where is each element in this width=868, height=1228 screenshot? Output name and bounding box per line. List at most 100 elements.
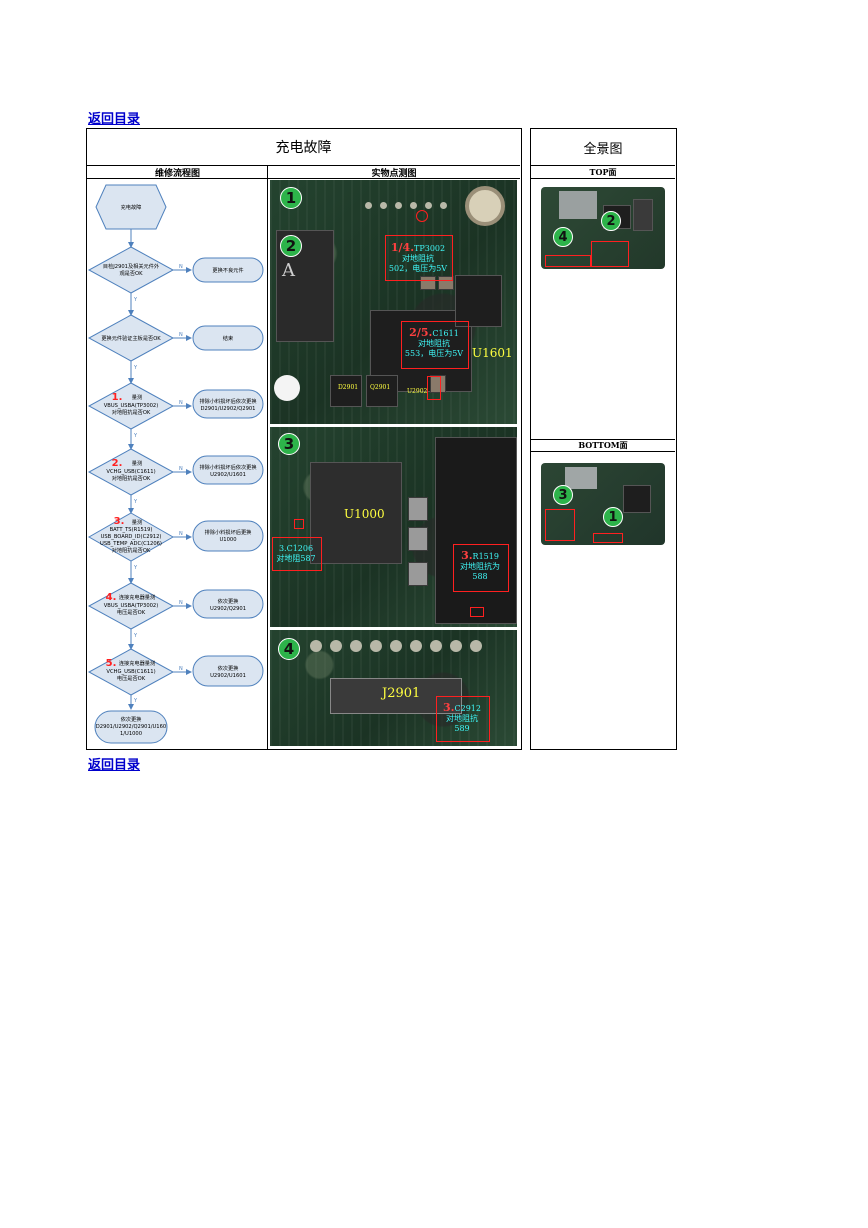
bottom-badge-3: 3 xyxy=(553,485,573,505)
toc-link-bottom[interactable]: 返回目录 xyxy=(88,758,141,773)
flow-end-line2: D2901/U2902/Q2901/U160 xyxy=(96,724,166,730)
label-d2901: D2901 xyxy=(338,384,359,391)
flow-d3-number: 1. xyxy=(112,392,123,403)
flow-r6-line1: 依次更换 xyxy=(218,597,240,605)
badge-3: 3 xyxy=(278,433,300,455)
flow-d6-number: 4. xyxy=(106,592,117,603)
panorama-title: 全景图 xyxy=(531,129,675,166)
badge-2: 2 xyxy=(280,235,302,257)
flow-decision-6 xyxy=(87,582,175,630)
label-q2901: Q2901 xyxy=(370,384,391,391)
flow-decision-1 xyxy=(87,246,175,294)
toc-link-top[interactable]: 返回目录 xyxy=(88,112,141,127)
flow-yes-1: Y xyxy=(133,297,138,303)
repair-flowchart: 充电故障 目检J2901及相关元件外 观是否OK 更换不良元件 更换元件验证主板… xyxy=(87,184,264,744)
photo-tp3002-c1611: A 1 2 1/4.TP3002 对地阻抗 502，电压为5V 2/5.C161… xyxy=(270,180,517,424)
u2902-marker xyxy=(427,376,441,400)
flow-yes-3: Y xyxy=(133,433,138,439)
flow-start xyxy=(95,184,167,230)
board-bottom-view: 3 1 xyxy=(537,457,669,549)
c1206-marker xyxy=(294,519,304,529)
flowchart-header: 维修流程图 xyxy=(87,166,268,179)
measure-header: 实物点测图 xyxy=(268,166,520,179)
flow-d7-line1: 连接充电器量测 xyxy=(119,659,155,667)
flow-result-7 xyxy=(192,655,264,687)
flow-decision-2 xyxy=(87,314,175,362)
flow-end-line3: 1/U1000 xyxy=(120,731,142,737)
flow-d3-line1: 量测 xyxy=(132,393,142,401)
flow-decision-7 xyxy=(87,648,175,696)
flow-d1-line1: 目检J2901及相关元件外 xyxy=(103,262,159,270)
flow-d5-number: 3. xyxy=(114,516,125,527)
flow-d2-line1: 更换元件验证主板是否OK xyxy=(101,334,161,342)
c2912-callout xyxy=(436,696,490,742)
flow-d5-line5: 对地阻抗是否OK xyxy=(112,546,151,554)
flow-d6-line3: 电压是否OK xyxy=(117,608,146,616)
c1611-callout xyxy=(401,321,469,369)
flow-decision-3 xyxy=(87,382,175,430)
c1206-callout xyxy=(272,537,322,571)
flow-no-5: N xyxy=(179,531,183,537)
flow-result-3 xyxy=(192,389,264,419)
top-badge-4: 4 xyxy=(553,227,573,247)
flow-r5-line2: U1000 xyxy=(220,537,237,543)
flow-r4-line1: 排除小料损坏后依次更换 xyxy=(199,463,257,471)
flow-decision-4 xyxy=(87,448,175,496)
flow-d7-line2: VCHG_USB(C1611) xyxy=(106,669,155,675)
flow-d1-line2: 观是否OK xyxy=(119,270,143,277)
flow-result-2 xyxy=(192,325,264,351)
flow-no-7: N xyxy=(179,666,183,672)
flow-decision-5 xyxy=(87,512,175,562)
flow-d7-line3: 电压是否OK xyxy=(117,674,146,682)
flow-r1-label: 更换不良元件 xyxy=(212,266,243,274)
label-j2901: J2901 xyxy=(382,686,421,701)
top-badge-2: 2 xyxy=(601,211,621,231)
flow-end-line1: 依次更换 xyxy=(121,715,143,723)
flow-r3-line1: 排除小料损坏后依次更换 xyxy=(199,397,257,405)
label-u2902: U2902 xyxy=(407,388,428,395)
flow-r6-line2: U2902/Q2901 xyxy=(210,606,246,612)
table-title: 充电故障 xyxy=(87,129,520,166)
flow-yes-5: Y xyxy=(133,565,138,571)
flow-d3-line3: 对地阻抗是否OK xyxy=(112,408,151,416)
flow-r7-line1: 依次更换 xyxy=(218,664,240,672)
flow-d7-number: 5. xyxy=(106,658,117,669)
flow-d6-line2: VBUS_USBA(TP3002) xyxy=(104,603,159,609)
flow-yes-6: Y xyxy=(133,633,138,639)
flow-r5-line1: 排除小料损坏后更换 xyxy=(205,528,253,536)
board-top-view: 4 2 xyxy=(537,181,669,271)
flow-d4-line1: 量测 xyxy=(132,459,142,467)
flow-d5-line4: USB_TEMP_ADC(C1206) xyxy=(100,541,162,547)
flow-yes-2: Y xyxy=(133,365,138,371)
tp3002-callout xyxy=(385,235,453,281)
main-table: 充电故障 维修流程图 实物点测图 xyxy=(86,128,522,750)
label-u1601: U1601 xyxy=(472,346,513,360)
flow-d4-number: 2. xyxy=(112,458,123,469)
r1519-callout xyxy=(453,544,509,592)
flow-end xyxy=(94,710,168,744)
flow-d5-line2: BATT_TS(R1519) xyxy=(110,527,153,533)
flow-d4-line3: 对地阻抗是否OK xyxy=(112,474,151,482)
flow-r3-line2: D2901/U2902/Q2901 xyxy=(201,406,256,412)
flow-result-1 xyxy=(192,257,264,283)
flow-d3-line2: VBUS_USBA(TP3002) xyxy=(104,403,159,409)
c1611-text: 2/5.C1611 对地阻抗 553，电压为5V xyxy=(404,326,464,358)
flow-no-6: N xyxy=(179,600,183,606)
label-u1000: U1000 xyxy=(344,507,385,521)
flow-r4-line2: U2902/U1601 xyxy=(210,472,246,478)
bottom-face-header: BOTTOM面 xyxy=(531,439,675,452)
flow-yes-4: Y xyxy=(133,499,138,505)
flow-r2-label: 结束 xyxy=(223,334,233,342)
flow-no-4: N xyxy=(179,466,183,472)
column-divider xyxy=(267,166,268,749)
connector-marking: A xyxy=(282,260,295,281)
flow-yes-7: Y xyxy=(133,698,138,704)
flow-d5-line1: 量测 xyxy=(132,518,142,526)
flow-result-4 xyxy=(192,455,264,485)
tp3002-text: 1/4.TP3002 对地阻抗 502，电压为5V xyxy=(388,241,448,273)
